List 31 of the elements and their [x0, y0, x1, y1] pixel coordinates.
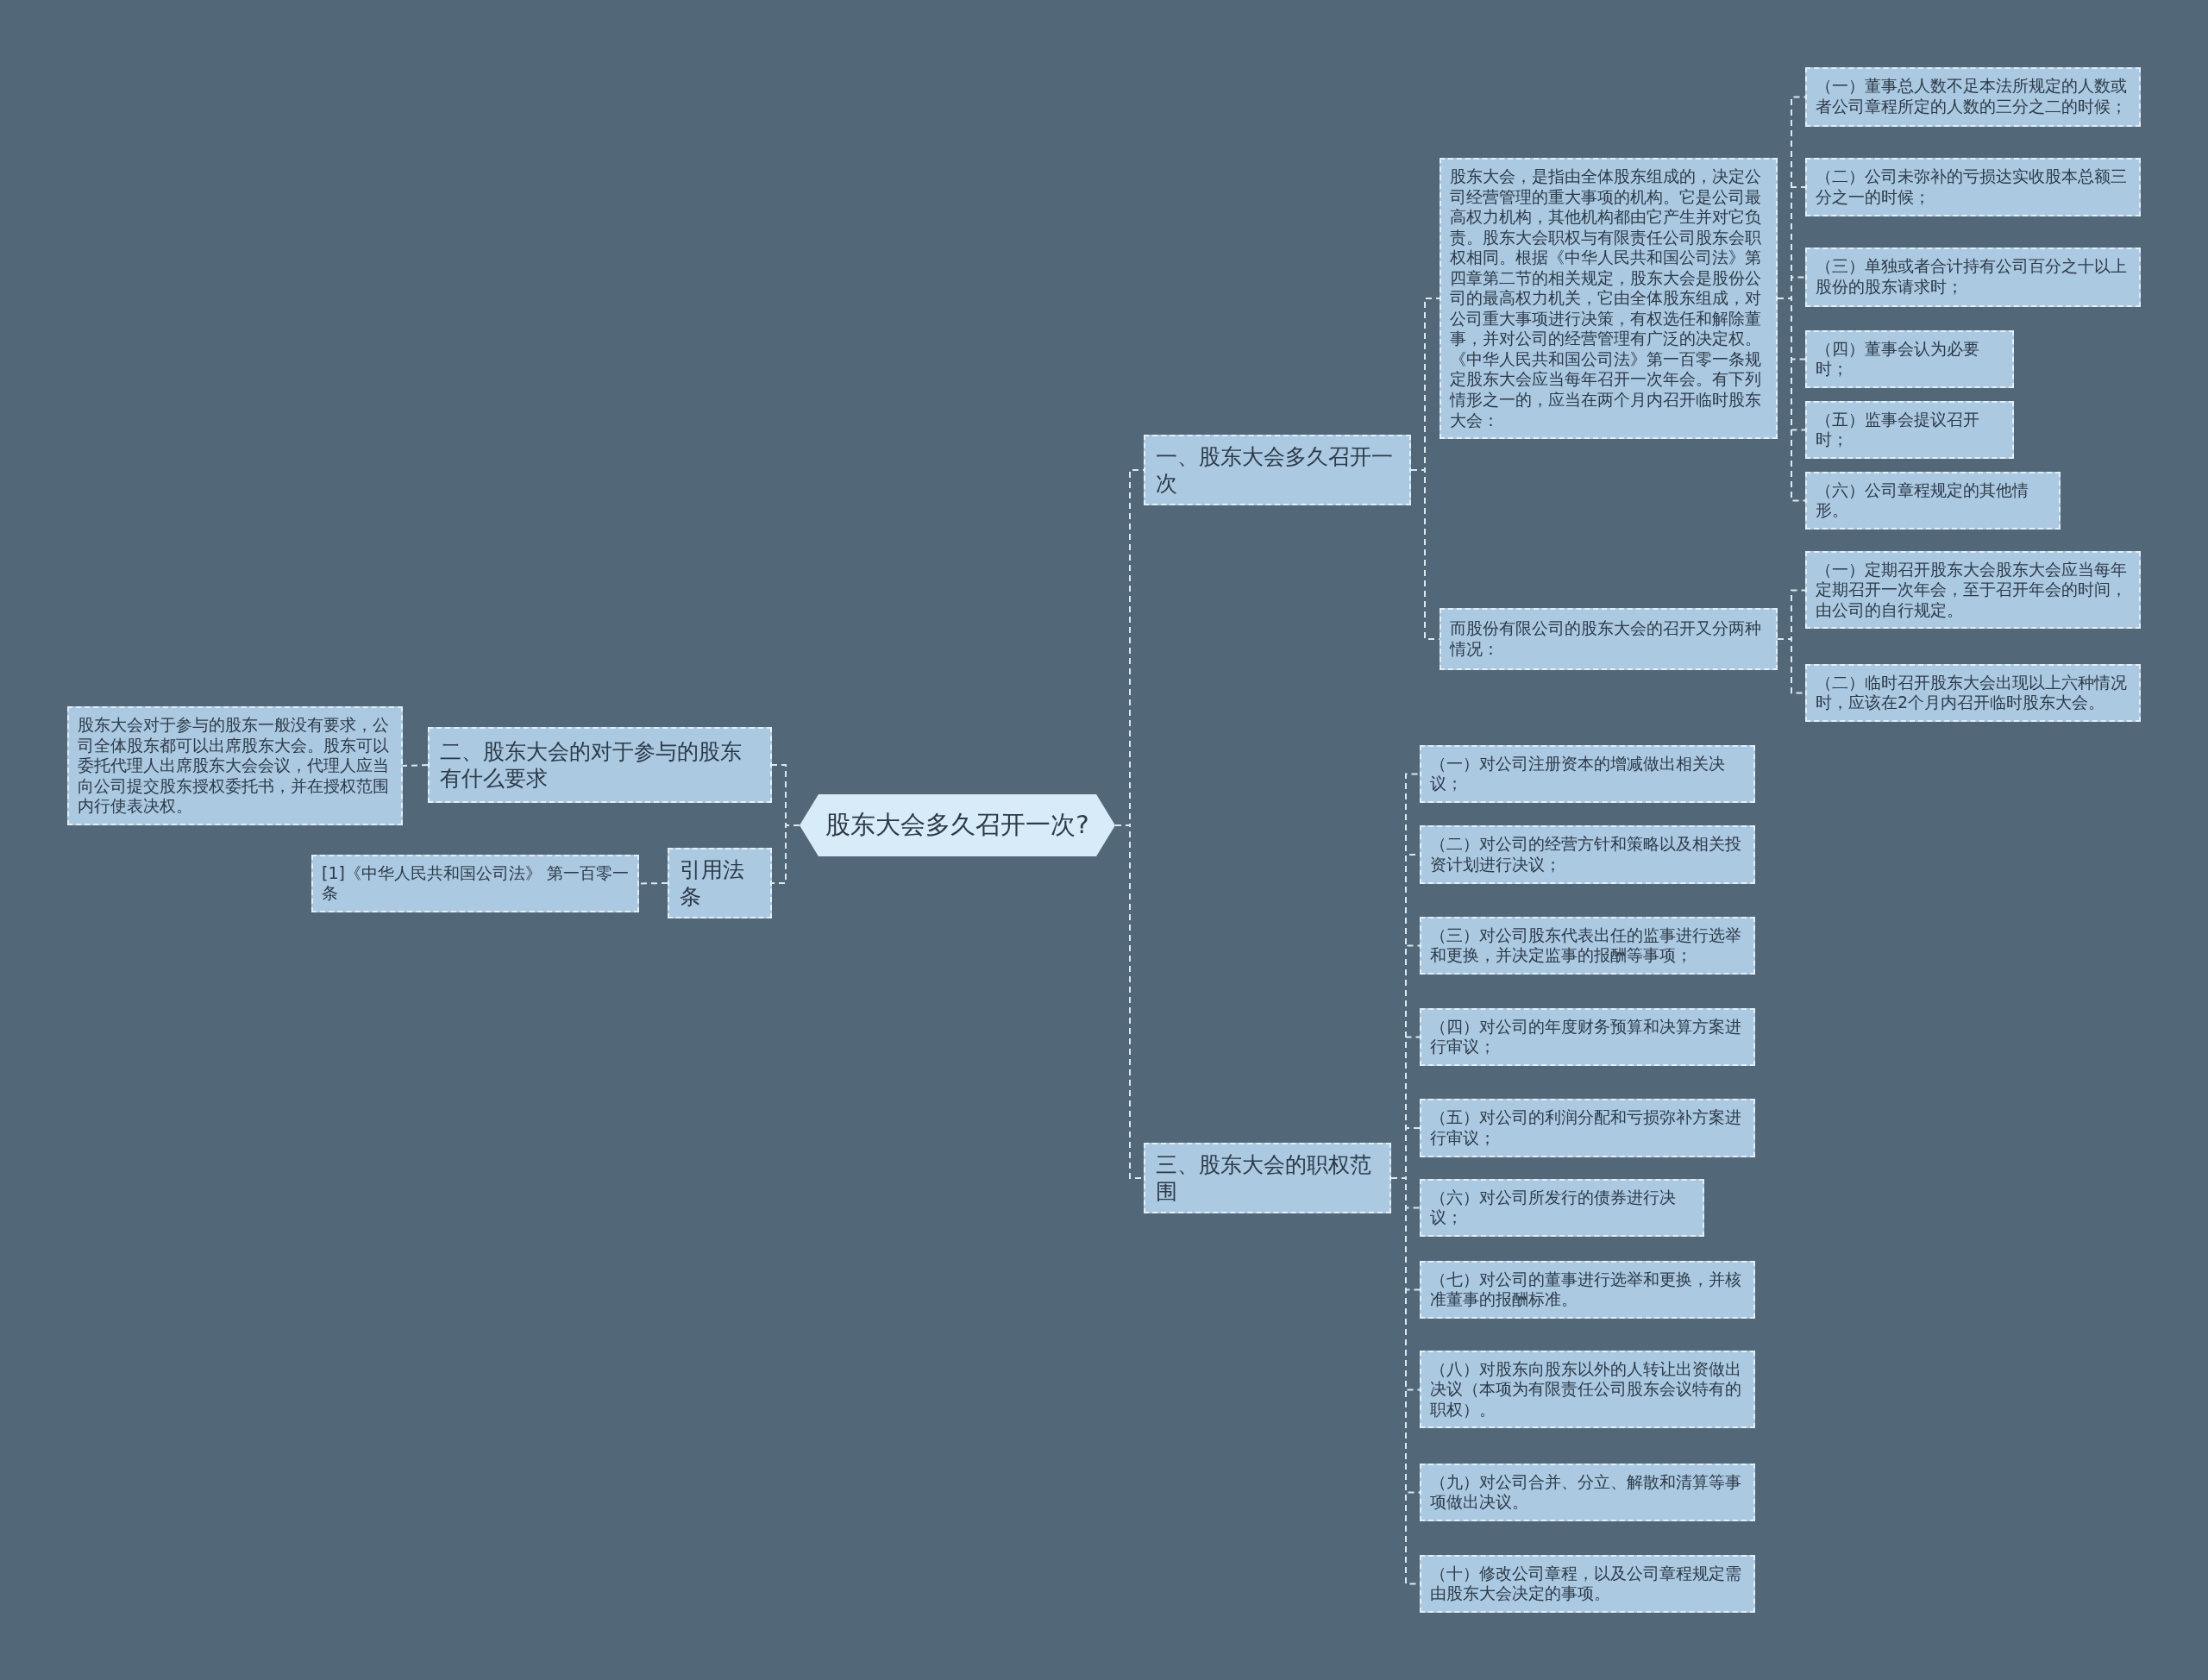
topic-box: （八）对股东向股东以外的人转让出资做出决议（本项为有限责任公司股东会议特有的职权）。 — [1420, 1350, 1755, 1429]
topic-box: （九）对公司合并、分立、解散和清算等事项做出决议。 — [1420, 1463, 1755, 1521]
topic-box: （一）定期召开股东大会股东大会应当每年定期召开一次年会，至于召开年会的时间，由公司的自行规定。 — [1805, 550, 2141, 630]
connector-line — [638, 882, 668, 885]
topic-box: 股东大会对于参与的股东一般没有要求，公司全体股东都可以出席股东大会。股东可以委托代理人出席股东大会会议，代理人应当向公司提交股东授权委托书，并在授权范围内行使表决权。 — [67, 706, 403, 825]
topic-box: （三）单独或者合计持有公司百分之十以上股份的股东请求时； — [1805, 247, 2141, 307]
topic-box: （五）监事会提议召开时； — [1805, 400, 2014, 459]
topic-box: （七）对公司的董事进行选举和更换，并核准董事的报酬标准。 — [1420, 1260, 1755, 1319]
topic-box: （四）对公司的年度财务预算和决算方案进行审议； — [1420, 1007, 1755, 1066]
topic-box: （一）对公司注册资本的增减做出相关决议； — [1420, 744, 1755, 803]
connector-line — [402, 764, 429, 767]
branch-box: 引用法条 — [668, 848, 772, 918]
branch-box: 三、股东大会的职权范围 — [1144, 1143, 1391, 1213]
topic-box: （二）公司未弥补的亏损达实收股本总额三分之一的时候； — [1805, 158, 2141, 216]
topic-box: 股东大会，是指由全体股东组成的，决定公司经营管理的重大事项的机构。它是公司最高权力机构，其他机构都由它产生并对它负责。股东大会职权与有限责任公司股东会职权相同。根据《中华人民共和国公司法》第四章第二节的相关规定，股东大会是股份公司的最高权力机关，它由全体股东组成，对公司重大事项进行决策，有权选任和解除董事，并对公司的经营管理有广泛的决定权。《中华人民共和国公司法》第一百零一条规定股东大会应当每年召开一次年会。有下列情形之一的，应当在两个月内召开临时股东大会： — [1440, 158, 1778, 440]
branch-box: 一、股东大会多久召开一次 — [1144, 435, 1411, 505]
connector-line — [1777, 298, 1806, 502]
topic-box: [1]《中华人民共和国公司法》 第一百零一条 — [311, 854, 639, 912]
topic-box: （四）董事会认为必要时； — [1805, 329, 2014, 388]
topic-box: （三）对公司股东代表出任的监事进行选举和更换，并决定监事的报酬等事项； — [1420, 916, 1755, 975]
connector-line — [771, 824, 800, 884]
topic-box: （二）临时召开股东大会出现以上六种情况时，应该在2个月内召开临时股东大会。 — [1805, 663, 2141, 722]
topic-box: （六）公司章程规定的其他情形。 — [1805, 471, 2061, 530]
central-topic: 股东大会多久召开一次? — [800, 794, 1115, 856]
topic-box: （五）对公司的利润分配和亏损弥补方案进行审议； — [1420, 1099, 1755, 1157]
topic-box: （一）董事总人数不足本法所规定的人数或者公司章程所定的人数的三分之二的时候； — [1805, 66, 2141, 127]
topic-box: （十）修改公司章程，以及公司章程规定需由股东大会决定的事项。 — [1420, 1554, 1755, 1613]
topic-box: （二）对公司的经营方针和策略以及相关投资计划进行决议； — [1420, 825, 1755, 884]
branch-box: 二、股东大会的对于参与的股东有什么要求 — [428, 727, 772, 803]
topic-box: 而股份有限公司的股东大会的召开又分两种情况： — [1440, 608, 1778, 670]
topic-box: （六）对公司所发行的债券进行决议； — [1420, 1178, 1704, 1237]
